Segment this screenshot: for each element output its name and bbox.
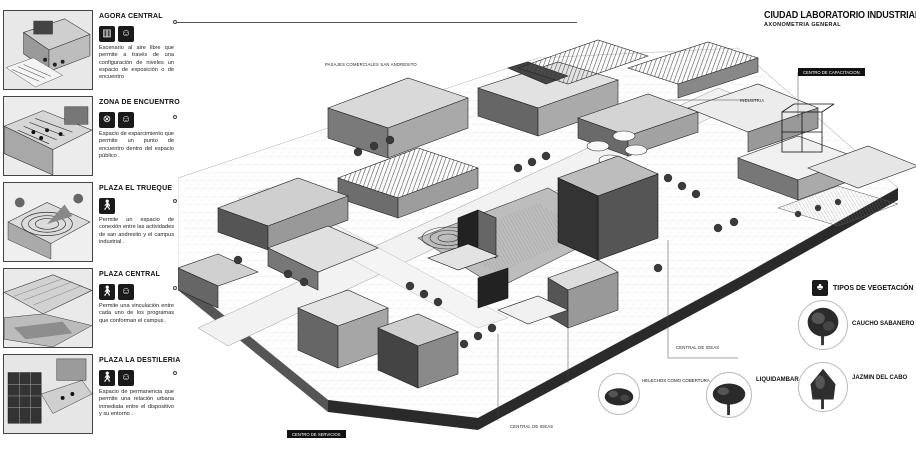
- label-central-ideas-1: CENTRAL DE IDEAS: [676, 345, 720, 350]
- helechos-tree: [598, 373, 640, 415]
- plaza-trueque-title: PLAZA EL TRUEQUE: [99, 185, 173, 192]
- caucho-sabanero-label: CAUCHO SABANERO: [852, 321, 915, 327]
- plaza-trueque-description: Permite un espacio de conexión entre las…: [99, 217, 174, 245]
- plaza-trueque-icons: 🚶︎: [99, 198, 115, 214]
- label-pasajes-comerciales: PASAJES COMERCIALES SAN ANDRESITO: [325, 62, 417, 67]
- page-title: CIUDAD LABORATORIO INDUSTRIAL: [764, 9, 916, 21]
- people-icon: ☺: [118, 284, 134, 300]
- page-subtitle: AXONOMETRIA GENERAL: [764, 22, 842, 28]
- leader-dot: [173, 20, 177, 24]
- walker-icon: 🚶︎: [99, 370, 115, 386]
- helechos-label: HELECHOS COMO COBERTURA: [642, 378, 710, 383]
- tree-icon: ♣: [812, 280, 828, 296]
- label-centro-capacitacion: CENTRO DE CAPACITACION: [798, 68, 865, 76]
- plaza-central-icons: 🚶︎ ☺: [99, 284, 134, 300]
- activities-icon: ⊗: [99, 112, 115, 128]
- sidebar-item-plaza-trueque[interactable]: PLAZA EL TRUEQUE 🚶︎ Permite un espacio d…: [0, 180, 178, 266]
- caucho-sabanero-tree: [798, 300, 848, 350]
- sidebar-item-zona-encuentro[interactable]: ZONA DE ENCUENTRO ⊗ ☺ Espacio de esparci…: [0, 94, 180, 180]
- people-icon: ☺: [118, 370, 134, 386]
- sidebar-item-agora-central[interactable]: AGORA CENTRAL ▥ ☺ Escenario al aire libr…: [0, 8, 178, 94]
- label-centro-servicios: CENTRO DE SERVICIOS: [287, 430, 346, 438]
- plaza-trueque-thumbnail: [3, 182, 93, 262]
- plaza-destileria-title: PLAZA LA DESTILERIA: [99, 357, 181, 364]
- plaza-destileria-thumbnail: [3, 354, 93, 434]
- plaza-destileria-description: Espacio de permanencia que permite una r…: [99, 389, 174, 417]
- jazmin-cabo-tree: [798, 362, 848, 412]
- leader-dot: [173, 115, 177, 119]
- people-icon: ☺: [118, 26, 134, 42]
- plaza-destileria-icons: 🚶︎ ☺: [99, 370, 134, 386]
- jazmin-cabo-label: JAZMIN DEL CABO: [852, 375, 908, 381]
- zona-encuentro-thumbnail: [3, 96, 93, 176]
- agora-central-thumbnail: [3, 10, 93, 90]
- walker-icon: 🚶︎: [99, 198, 115, 214]
- stage-icon: ▥: [99, 26, 115, 42]
- leader-dot: [173, 199, 177, 203]
- vegetation-title: TIPOS DE VEGETACIÓN: [833, 285, 914, 292]
- zona-encuentro-icons: ⊗ ☺: [99, 112, 134, 128]
- sidebar-item-plaza-central[interactable]: PLAZA CENTRAL 🚶︎ ☺ Permite una vinculaci…: [0, 266, 178, 352]
- sidebar-item-plaza-destileria[interactable]: PLAZA LA DESTILERIA 🚶︎ ☺ Espacio de perm…: [0, 352, 181, 438]
- liquidambar-label: LIQUIDAMBAR: [756, 377, 799, 383]
- label-central-ideas-2: CENTRAL DE IDEAS: [510, 424, 554, 429]
- agora-central-description: Escenario al aire libre que permite a tr…: [99, 45, 174, 81]
- leader-line: [177, 22, 577, 23]
- people-icon: ☺: [118, 112, 134, 128]
- leader-dot: [173, 286, 177, 290]
- plaza-central-thumbnail: [3, 268, 93, 348]
- zona-encuentro-title: ZONA DE ENCUENTRO: [99, 99, 180, 106]
- label-industria: INDUSTRIA: [740, 98, 765, 103]
- liquidambar-tree: [706, 372, 752, 418]
- plaza-central-title: PLAZA CENTRAL: [99, 271, 161, 278]
- leader-dot: [173, 371, 177, 375]
- agora-central-icons: ▥ ☺: [99, 26, 134, 42]
- walker-icon: 🚶︎: [99, 284, 115, 300]
- axonometric-map: [178, 28, 916, 449]
- agora-central-title: AGORA CENTRAL: [99, 13, 163, 20]
- sidebar: AGORA CENTRAL ▥ ☺ Escenario al aire libr…: [0, 0, 181, 449]
- plaza-central-description: Permite una vinculación entre cada uno d…: [99, 303, 174, 324]
- zona-encuentro-description: Espacio de esparcimiento que permite un …: [99, 131, 174, 159]
